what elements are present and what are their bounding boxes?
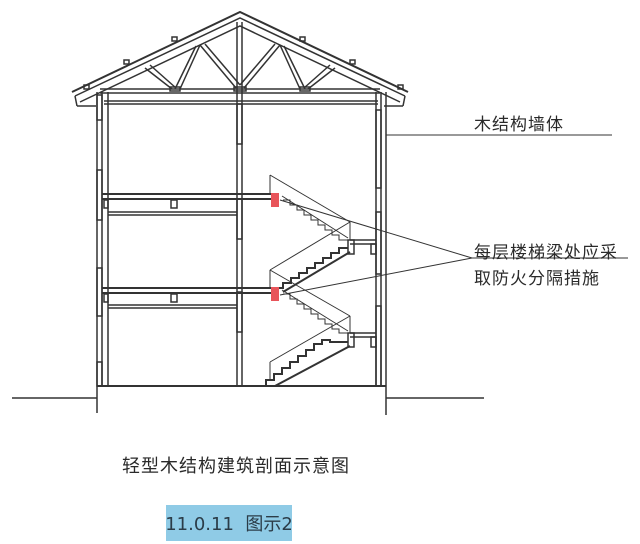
staircase — [265, 174, 377, 387]
fire-barrier-floor-2 — [271, 193, 279, 207]
floor-2 — [102, 193, 278, 216]
diagram-title: 轻型木结构建筑剖面示意图 — [122, 456, 350, 477]
roof-truss — [71, 10, 409, 107]
figure-number: 11.0.11 图示2 — [165, 514, 293, 535]
figure-number-badge: 11.0.11 图示2 — [165, 505, 293, 541]
right-exterior-wall — [375, 92, 387, 415]
fire-note-line1: 每层楼梯梁处应采 — [474, 243, 618, 263]
interior-wall — [236, 89, 243, 386]
fire-note-line2: 取防火分隔措施 — [474, 269, 600, 289]
leader-lines — [279, 134, 628, 296]
ground-line — [12, 385, 484, 413]
wall-label: 木结构墙体 — [474, 115, 564, 135]
left-exterior-wall — [96, 92, 109, 387]
floor-3 — [102, 287, 278, 309]
fire-barrier-floor-3 — [271, 287, 279, 301]
